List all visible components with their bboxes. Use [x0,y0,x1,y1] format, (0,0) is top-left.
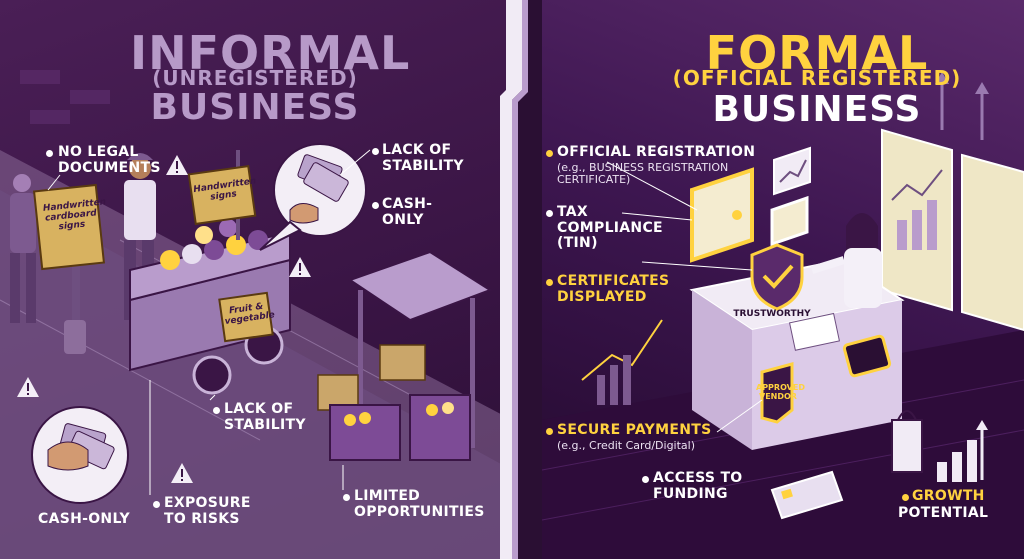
formal-title: FORMAL [705,26,929,80]
bullet-dot [546,150,553,157]
formal-office-scene [542,72,1024,559]
card-terminal [842,334,892,378]
warning-icon [166,155,188,175]
bullet-dot [902,494,909,501]
bullet-dot [153,501,160,508]
warning-icon [171,463,193,483]
label-no-legal-documents: NO LEGAL DOCUMENTS [58,144,161,176]
vendor-person [810,213,882,308]
tag-approved-vendor: APPROVED VENDOR [756,383,805,401]
label-lack-of-stability-top: LACK OF STABILITY [382,142,464,174]
credit-card-icon [770,470,844,520]
warning-icon [289,257,311,277]
bullet-dot [46,150,53,157]
certificate-frame-main [690,167,754,263]
cash-bubble-top [259,143,367,251]
label-lack-of-stability-bottom: LACK OF STABILITY [224,401,306,433]
bullet-dot [343,494,350,501]
label-secure-payments: SECURE PAYMENTS [557,422,712,438]
vendor-cart [124,150,291,395]
bullet-dot [546,279,553,286]
informal-panel: INFORMAL (UNREGISTERED) BUSINESS NO LEGA… [0,0,512,559]
sign-handwritten-cardboard: Handwritten cardboard signs [42,197,107,233]
informal-title-business: BUSINESS [150,87,360,128]
label-official-registration-sub: (e.g., BUSINESS REGISTRATION CERTIFICATE… [557,161,729,187]
label-official-registration: OFFICIAL REGISTRATION [557,144,756,160]
cash-bubble-bottom [31,406,129,504]
bullet-dot [546,428,553,435]
label-tax-compliance: TAX COMPLIANCE (TIN) [557,204,663,252]
certificate-frame-small [770,195,809,247]
bullet-dot [213,407,220,414]
formal-panel: FORMAL (OFFICIAL REGISTERED) BUSINESS OF… [542,0,1024,559]
pedestrian-figure [10,174,36,323]
growth-line-icon [581,319,663,381]
label-secure-payments-sub: (e.g., Credit Card/Digital) [557,439,696,452]
cardboard-sign [32,183,106,271]
bullet-dot [546,210,553,217]
label-cash-only-bottom: CASH-ONLY [38,511,130,527]
label-limited-opportunities: LIMITED OPPORTUNITIES [354,488,485,520]
bullet-dot [372,202,379,209]
approved-vendor-badge [760,362,794,424]
warning-icon [17,377,39,397]
label-access-to-funding: ACCESS TO FUNDING [653,470,743,502]
label-cash-only-top: CASH- ONLY [382,196,433,228]
shield-icon [750,243,804,311]
label-certificates-displayed: CERTIFICATES DISPLAYED [557,273,670,305]
label-exposure-to-risks: EXPOSURE TO RISKS [164,495,251,527]
bullet-dot [372,148,379,155]
panel-divider [500,0,528,559]
shopping-bag-icon [891,419,923,473]
growth-chart-icon [937,420,988,482]
informal-title: INFORMAL [130,26,411,80]
tag-trustworthy: TRUSTWORTHY [733,309,811,319]
bullet-dot [642,476,649,483]
market-stall [317,250,493,461]
label-growth: GROWTH [912,488,985,504]
formal-subtitle: (OFFICIAL REGISTERED) [672,66,962,90]
label-potential: POTENTIAL [898,505,989,521]
sign-pole [72,240,80,350]
formal-title-business: BUSINESS [712,89,922,130]
informal-street-scene [0,70,512,559]
informal-subtitle: (UNREGISTERED) [152,66,358,90]
